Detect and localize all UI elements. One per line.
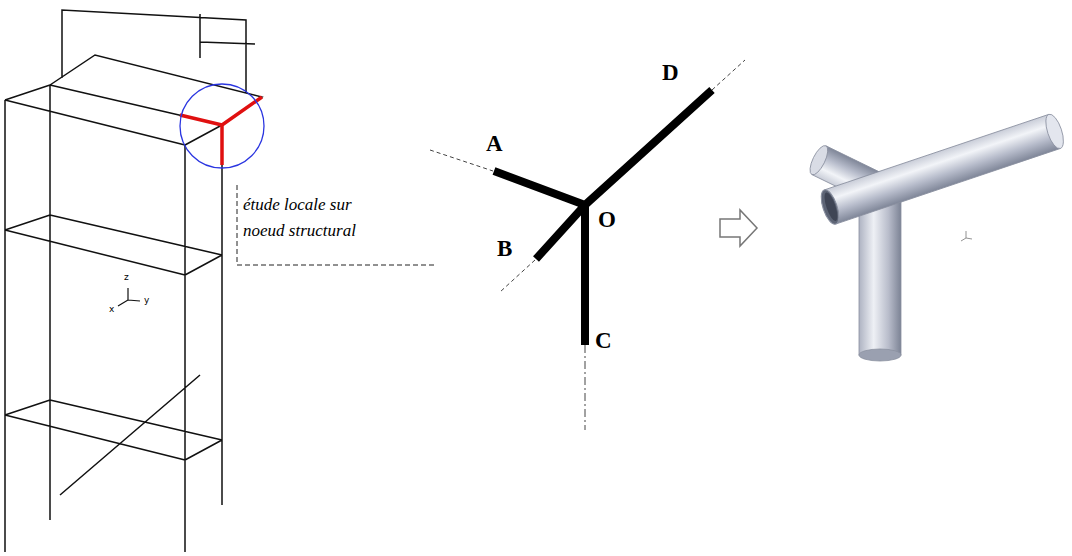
annotation-note: étude locale sur noeud structural — [243, 192, 378, 243]
node-letter: D — [662, 60, 679, 85]
axis-label: z — [124, 273, 129, 283]
transition-arrow — [720, 210, 757, 246]
tube-body — [859, 195, 901, 355]
tube-body — [824, 114, 1060, 224]
tube-model — [806, 112, 1067, 361]
axis-label: y — [144, 296, 149, 306]
annotation-bracket — [237, 185, 435, 265]
node-letter: O — [598, 207, 616, 232]
tube-end — [806, 143, 831, 177]
tube-opening-inner — [822, 191, 840, 222]
tube-main — [818, 112, 1067, 226]
member-extension — [585, 345, 586, 430]
tube-opening — [818, 188, 843, 227]
node-letter: A — [486, 131, 503, 156]
node-letter: B — [497, 236, 512, 261]
axis-triad — [118, 288, 140, 306]
axis-label: x — [109, 305, 114, 315]
node-letter: C — [595, 328, 612, 353]
zoom-circle — [180, 84, 264, 168]
small-axis-triad — [961, 231, 972, 241]
tube-end — [859, 349, 901, 361]
tube-end — [1042, 112, 1067, 151]
structure-wireframe — [5, 10, 262, 552]
tube-c — [859, 195, 901, 361]
structural-member — [494, 90, 712, 345]
